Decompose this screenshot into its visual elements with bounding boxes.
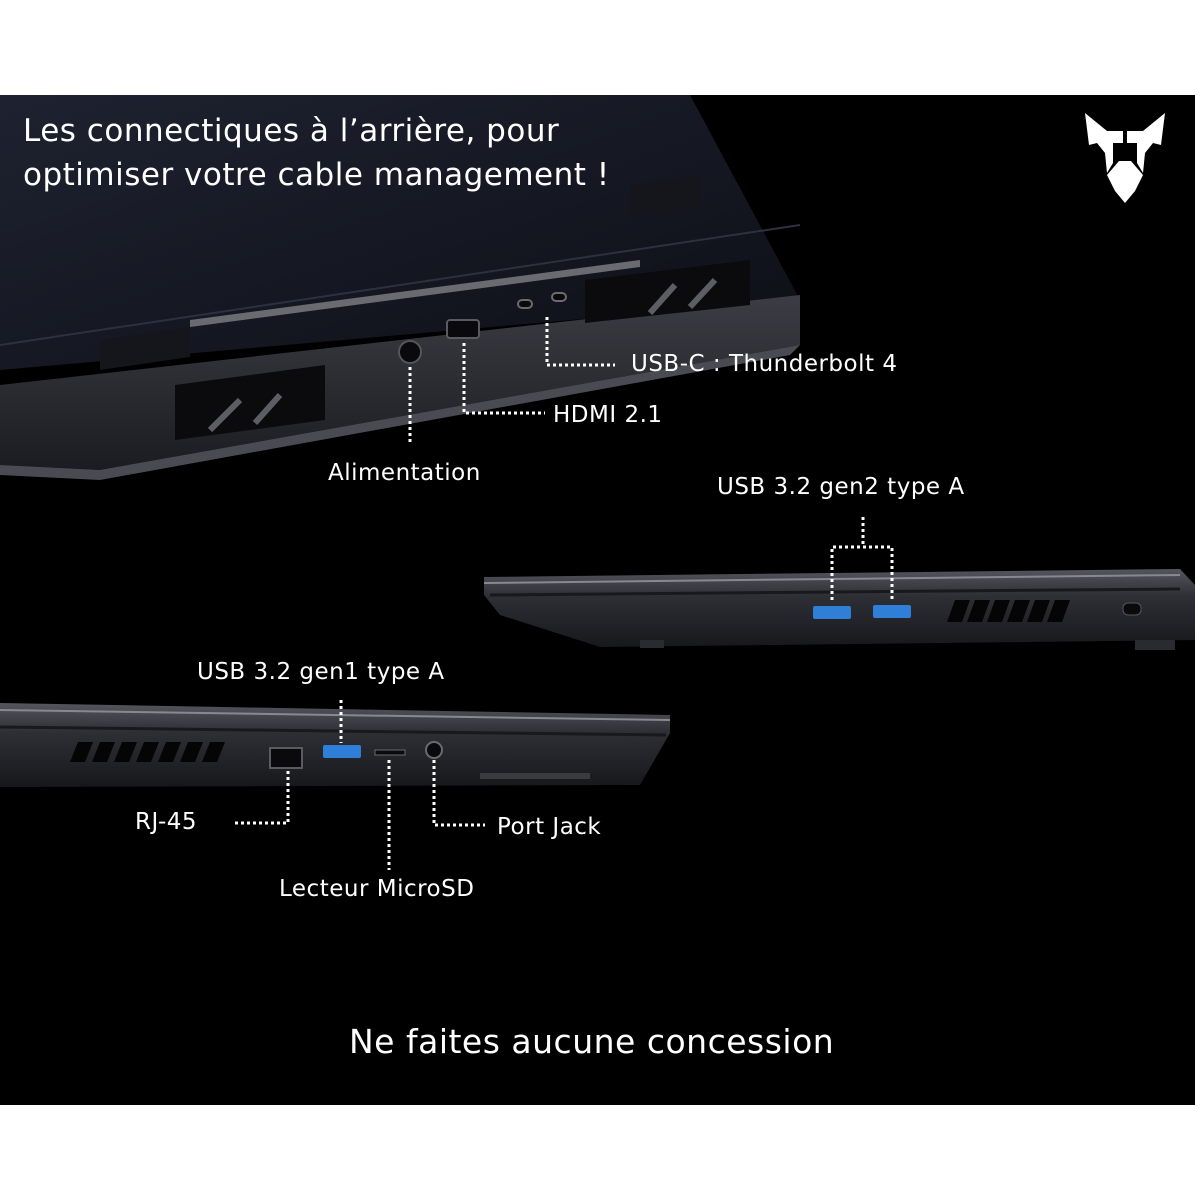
left-leader-lines	[232, 700, 485, 870]
label-rj45: RJ-45	[135, 809, 198, 835]
right-leader-lines	[830, 517, 894, 600]
label-hdmi: HDMI 2.1	[553, 402, 663, 428]
rear-leader-lines	[408, 317, 615, 445]
laptop-illustrations	[0, 95, 1195, 870]
label-usb-gen1: USB 3.2 gen1 type A	[197, 659, 445, 685]
label-power: Alimentation	[328, 460, 481, 486]
left-side-laptop-view	[0, 703, 671, 787]
product-banner: Les connectiques à l’arrière, pour optim…	[0, 95, 1195, 1105]
rear-laptop-view	[0, 95, 801, 480]
predator-logo	[1085, 113, 1165, 203]
label-usb-gen2: USB 3.2 gen2 type A	[717, 474, 965, 500]
tagline: Ne faites aucune concession	[349, 1022, 835, 1061]
label-jack: Port Jack	[497, 814, 602, 840]
right-side-laptop-view	[483, 569, 1195, 650]
headline: Les connectiques à l’arrière, pour optim…	[23, 113, 610, 193]
label-microsd: Lecteur MicroSD	[279, 876, 475, 902]
label-usbc-thunderbolt: USB-C : Thunderbolt 4	[631, 351, 898, 377]
